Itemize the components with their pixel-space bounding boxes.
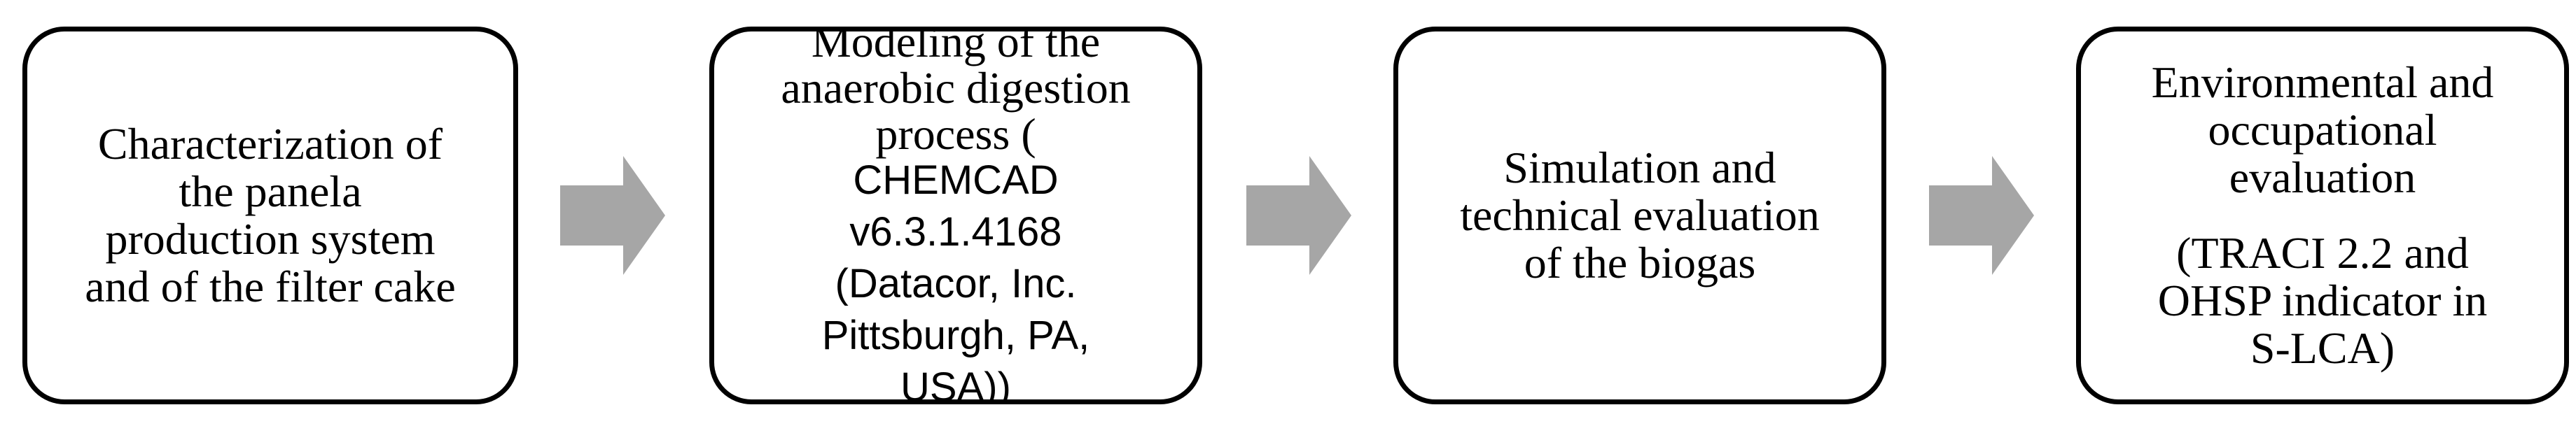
step-4-box: Environmental and occupational evaluatio… — [2076, 27, 2569, 404]
step-2-text-serif: Modeling of the anaerobic digestion proc… — [781, 27, 1131, 159]
step-1-text: Characterization of the panela productio… — [85, 119, 456, 311]
step-4-detail: (TRACI 2.2 and OHSP indicator in S-LCA) — [2157, 228, 2488, 373]
arrow-right-icon — [1246, 156, 1351, 275]
arrow-right-icon — [560, 156, 665, 275]
step-3-text: Simulation and technical evaluation of t… — [1460, 143, 1820, 288]
step-2-box: Modeling of the anaerobic digestion proc… — [709, 27, 1202, 404]
step-4-title: Environmental and occupational evaluatio… — [2151, 57, 2494, 202]
step-1-box: Characterization of the panela productio… — [22, 27, 518, 404]
arrow-right-icon — [1929, 156, 2034, 275]
step-2-text-software: CHEMCAD v6.3.1.4168 (Datacor, Inc. Pitts… — [821, 157, 1090, 404]
step-3-box: Simulation and technical evaluation of t… — [1393, 27, 1886, 404]
